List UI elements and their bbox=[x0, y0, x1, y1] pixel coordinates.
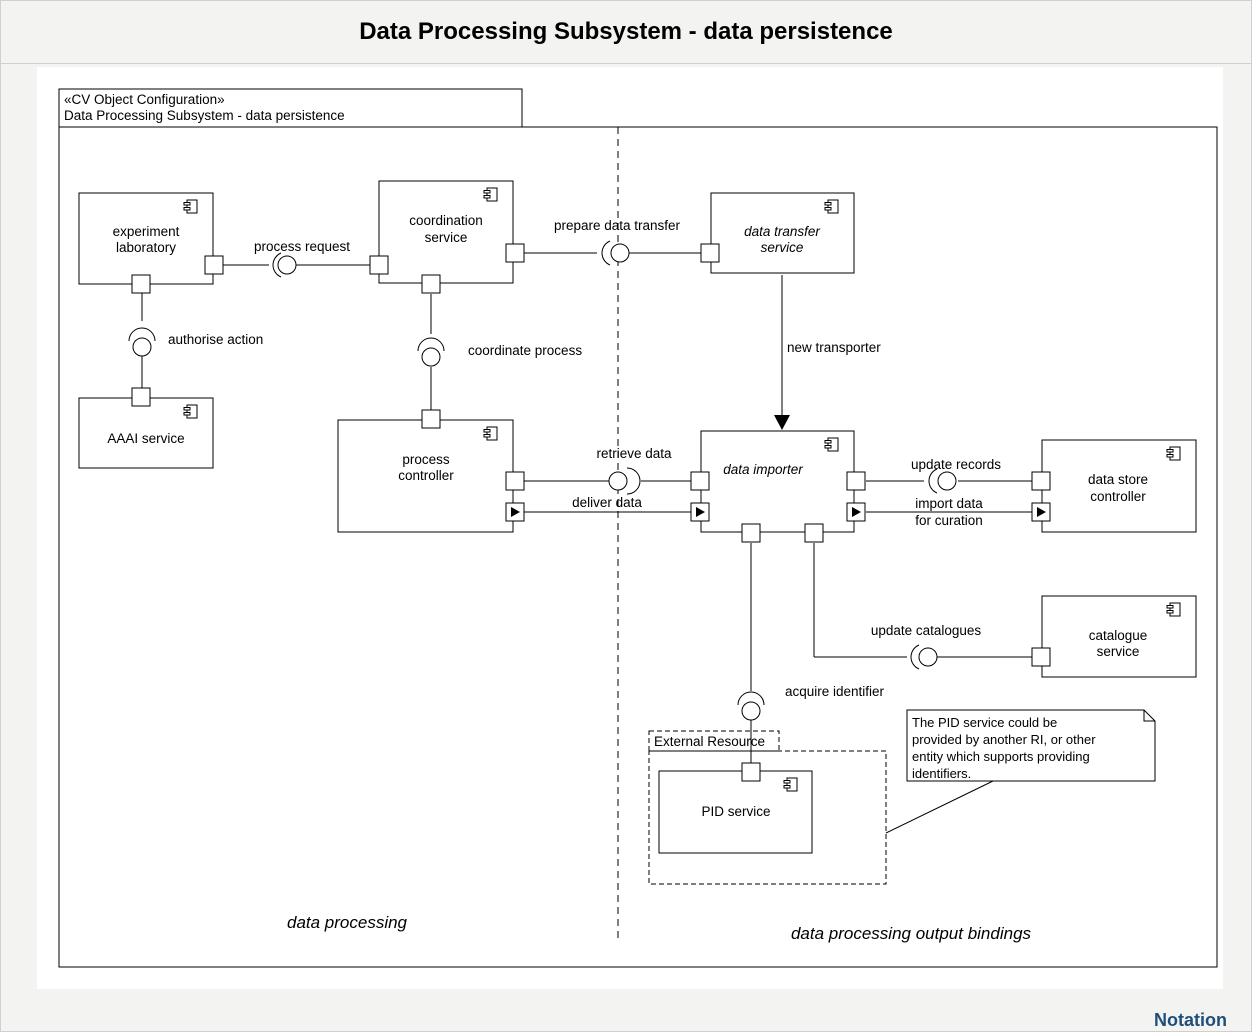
ball-update-records bbox=[937, 471, 957, 491]
page-title: Data Processing Subsystem - data persist… bbox=[359, 18, 893, 45]
socket-retrieve-data bbox=[626, 467, 641, 495]
svg-text:acquire identifier: acquire identifier bbox=[785, 684, 885, 699]
component-experiment-laboratory: experiment laboratory bbox=[78, 192, 214, 285]
svg-text:identifiers.: identifiers. bbox=[912, 766, 971, 781]
frame-stereotype: «CV Object Configuration» bbox=[64, 92, 225, 107]
socket-update-catalogues bbox=[910, 644, 920, 670]
svg-text:data store: data store bbox=[1088, 472, 1148, 487]
svg-text:service: service bbox=[425, 230, 468, 245]
svg-text:prepare data transfer: prepare data transfer bbox=[554, 218, 681, 233]
svg-text:service: service bbox=[761, 240, 804, 255]
ball-process-request bbox=[277, 255, 297, 275]
svg-text:provided by another RI, or oth: provided by another RI, or other bbox=[912, 732, 1096, 747]
svg-text:data transfer: data transfer bbox=[744, 224, 820, 239]
region-label-right: data processing output bindings bbox=[791, 924, 1032, 943]
component-process-controller: process controller bbox=[337, 419, 514, 533]
ball-coordinate-process bbox=[421, 347, 441, 367]
component-pid-service: PID service bbox=[658, 770, 813, 854]
socket-update-records bbox=[928, 468, 938, 494]
svg-text:retrieve data: retrieve data bbox=[596, 446, 672, 461]
svg-text:laboratory: laboratory bbox=[116, 240, 176, 255]
component-data-transfer-service: data transfer service bbox=[710, 192, 855, 274]
socket-process-request bbox=[272, 252, 282, 278]
frame-name: Data Processing Subsystem - data persist… bbox=[64, 108, 345, 123]
frame-body bbox=[58, 126, 1218, 968]
svg-text:authorise action: authorise action bbox=[168, 332, 263, 347]
interface-labels: process request authorise action coordin… bbox=[168, 218, 1001, 699]
ball-prepare-data-transfer bbox=[610, 243, 630, 263]
component-data-store-controller: data store controller bbox=[1041, 439, 1197, 533]
svg-text:service: service bbox=[1097, 644, 1140, 659]
svg-text:process: process bbox=[402, 452, 450, 467]
svg-text:AAAI service: AAAI service bbox=[107, 431, 184, 446]
component-data-importer: data importer bbox=[700, 430, 855, 533]
frame bbox=[58, 88, 1218, 968]
ports bbox=[131, 243, 1051, 782]
svg-text:catalogue: catalogue bbox=[1089, 628, 1148, 643]
external-resource-label: External Resource bbox=[654, 734, 765, 749]
connectors bbox=[141, 252, 1032, 834]
component-coordination-service: coordination service bbox=[378, 180, 514, 284]
socket-acquire-identifier bbox=[737, 691, 765, 706]
panel-header: Data Processing Subsystem - data persist… bbox=[1, 1, 1251, 64]
svg-text:coordination: coordination bbox=[409, 213, 483, 228]
transporter-arrowhead bbox=[774, 415, 790, 430]
component-catalogue-service: catalogue service bbox=[1041, 595, 1197, 678]
frame-tab bbox=[58, 88, 523, 128]
interface-symbols bbox=[128, 240, 957, 721]
svg-text:for curation: for curation bbox=[915, 513, 983, 528]
svg-text:The PID service could be: The PID service could be bbox=[912, 715, 1057, 730]
region-label-left: data processing bbox=[287, 913, 408, 932]
svg-text:controller: controller bbox=[1090, 489, 1146, 504]
ball-acquire-identifier bbox=[741, 701, 761, 721]
svg-text:deliver data: deliver data bbox=[572, 495, 642, 510]
external-resource-group: External Resource bbox=[648, 730, 887, 885]
socket-prepare-data-transfer bbox=[601, 240, 611, 266]
socket-authorise-action bbox=[128, 327, 156, 342]
svg-text:controller: controller bbox=[398, 468, 454, 483]
socket-coordinate-process bbox=[417, 337, 445, 352]
diagram-canvas: «CV Object Configuration» Data Processin… bbox=[37, 67, 1223, 989]
ball-update-catalogues bbox=[918, 647, 938, 667]
svg-text:update records: update records bbox=[911, 457, 1001, 472]
svg-text:coordinate process: coordinate process bbox=[468, 343, 582, 358]
port-arrows bbox=[511, 507, 1046, 517]
svg-text:entity which supports providin: entity which supports providing bbox=[912, 749, 1090, 764]
ball-retrieve-data bbox=[608, 471, 628, 491]
svg-text:new transporter: new transporter bbox=[787, 340, 881, 355]
uml-diagram: «CV Object Configuration» Data Processin… bbox=[58, 88, 1218, 968]
svg-text:experiment: experiment bbox=[113, 224, 180, 239]
svg-text:data importer: data importer bbox=[723, 462, 803, 477]
svg-text:PID service: PID service bbox=[701, 804, 770, 819]
ball-authorise-action bbox=[132, 337, 152, 357]
notation-link[interactable]: Notation bbox=[1154, 1010, 1227, 1030]
pid-note: The PID service could be provided by ano… bbox=[906, 709, 1156, 782]
component-aaai-service: AAAI service bbox=[78, 397, 214, 469]
svg-text:process request: process request bbox=[254, 239, 350, 254]
svg-text:import data: import data bbox=[915, 496, 983, 511]
svg-text:update catalogues: update catalogues bbox=[871, 623, 982, 638]
